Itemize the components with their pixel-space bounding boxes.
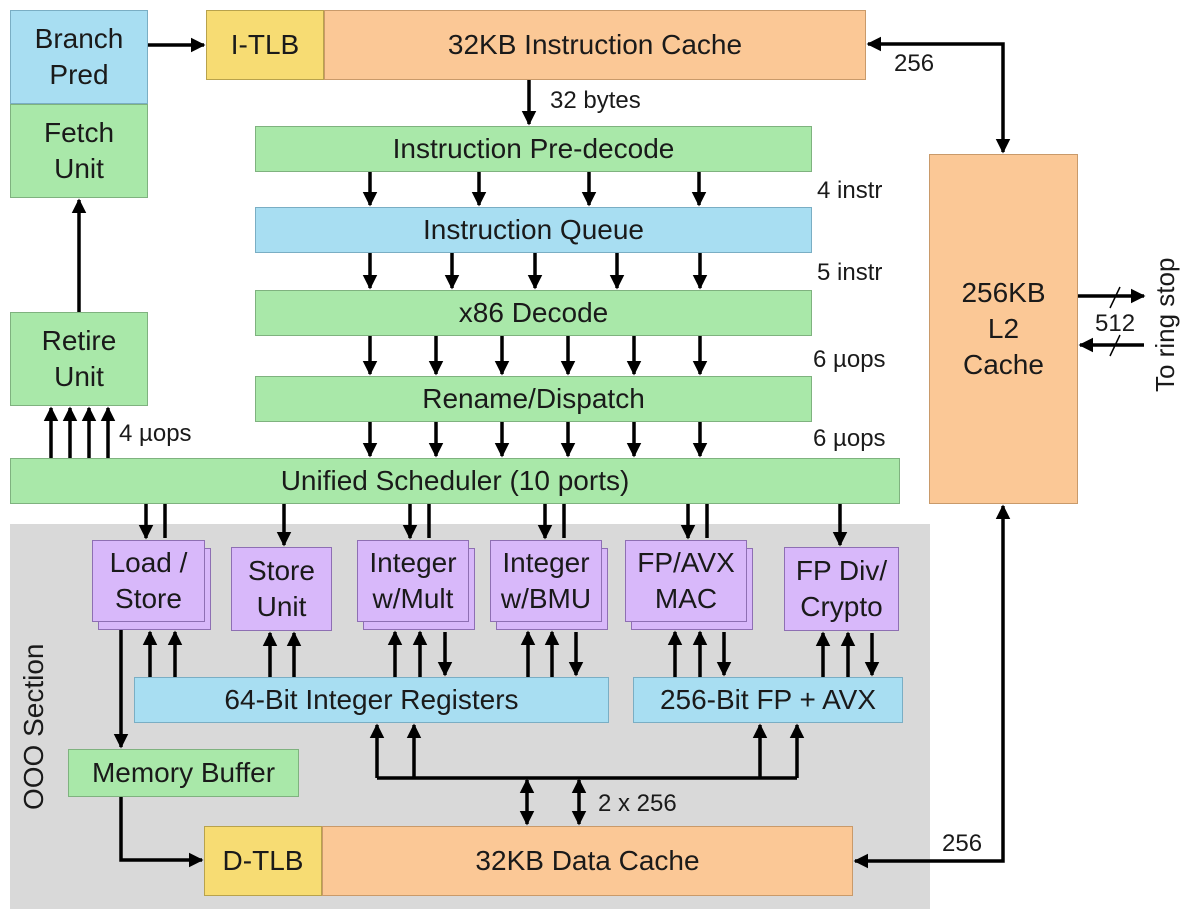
integer-mult-unit: Integer w/Mult: [357, 540, 469, 622]
dcache-bus-label: 2 x 256: [598, 790, 677, 817]
itlb-block: I-TLB: [206, 10, 324, 80]
x86-decode-block: x86 Decode: [255, 290, 812, 336]
memory-buffer-block: Memory Buffer: [68, 749, 299, 797]
dtlb-block: D-TLB: [204, 826, 322, 896]
fetch-bytes-label: 32 bytes: [550, 87, 641, 114]
integer-bmu-unit: Integer w/BMU: [490, 540, 602, 622]
rename-dispatch-block: Rename/Dispatch: [255, 376, 812, 422]
icache-l2-width-label: 256: [894, 50, 935, 77]
l2-cache-block: 256KB L2 Cache: [929, 154, 1078, 504]
data-cache-block: 32KB Data Cache: [322, 826, 853, 896]
fp-avx-mac-unit: FP/AVX MAC: [625, 540, 747, 622]
predecode-width-label: 4 instr: [817, 177, 883, 204]
rename-width-label: 6 µops: [813, 425, 886, 452]
dcache-l2-width-label: 256: [942, 830, 983, 857]
queue-width-label: 5 instr: [817, 259, 883, 286]
predecode-block: Instruction Pre-decode: [255, 126, 812, 172]
unified-scheduler-block: Unified Scheduler (10 ports): [10, 458, 900, 504]
ring-stop-label: To ring stop: [1150, 257, 1180, 392]
ring-width-label: 512: [1095, 310, 1136, 337]
instruction-queue-block: Instruction Queue: [255, 207, 812, 253]
decode-width-label: 6 µops: [813, 346, 886, 373]
fetch-unit-block: Fetch Unit: [10, 104, 148, 198]
branch-pred-block: Branch Pred: [10, 10, 148, 104]
store-unit: Store Unit: [231, 547, 332, 631]
integer-registers-block: 64-Bit Integer Registers: [134, 677, 609, 723]
retire-unit-block: Retire Unit: [10, 312, 148, 406]
load-store-unit: Load / Store: [92, 540, 205, 622]
retire-width-label: 4 µops: [119, 420, 192, 447]
ooo-section-label: OOO Section: [18, 643, 49, 810]
instruction-cache-block: 32KB Instruction Cache: [324, 10, 866, 80]
